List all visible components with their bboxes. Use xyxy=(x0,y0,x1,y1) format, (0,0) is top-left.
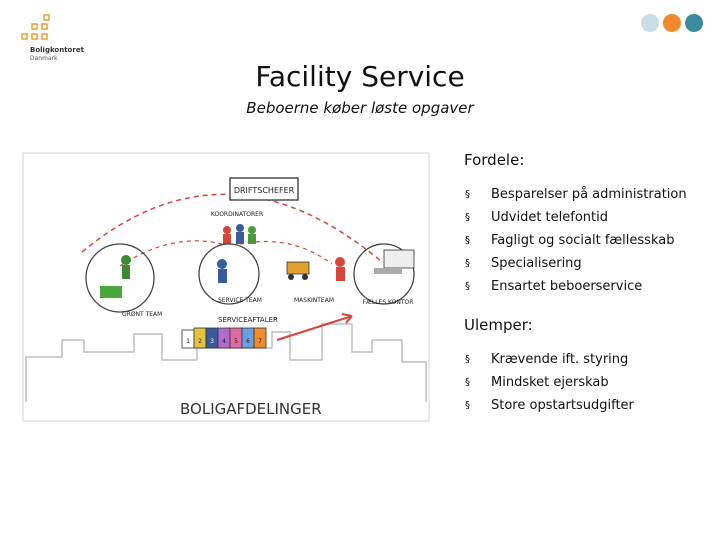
pros-heading: Fordele: xyxy=(464,151,525,169)
cons-heading: Ulemper: xyxy=(464,316,533,334)
logo-squares-icon xyxy=(21,14,50,40)
pros-item-text: Specialisering xyxy=(491,256,582,271)
label-boligafdelinger: BOLIGAFDELINGER xyxy=(180,400,322,418)
bullet-icon: § xyxy=(465,400,470,411)
label-driftschefer: DRIFTSCHEFER xyxy=(234,186,295,195)
list-item: § Mindsket ejerskab xyxy=(464,371,634,394)
pros-item-text: Besparelser på administration xyxy=(491,187,687,202)
list-item: § Store opstartsudgifter xyxy=(464,394,634,417)
bullet-icon: § xyxy=(465,354,470,365)
agreement-number: 2 xyxy=(198,338,202,345)
agreement-number: 6 xyxy=(246,338,250,345)
pros-item-text: Ensartet beboerservice xyxy=(491,279,643,294)
cons-item-text: Mindsket ejerskab xyxy=(491,375,609,390)
pros-item-text: Udvidet telefontid xyxy=(491,210,608,225)
pros-panel: Fordele: § Besparelser på administration … xyxy=(464,151,687,298)
list-item: § Udvidet telefontid xyxy=(464,206,687,229)
bullet-icon: § xyxy=(465,212,470,223)
list-item: § Ensartet beboerservice xyxy=(464,275,687,298)
pros-list: § Besparelser på administration § Udvidet … xyxy=(464,183,687,298)
slide-subtitle: Beboerne køber løste opgaver xyxy=(246,99,474,117)
agreement-number: 1 xyxy=(186,338,190,345)
label-service-team: SERVICE TEAM xyxy=(218,297,262,304)
agreement-number: 4 xyxy=(222,338,226,345)
label-serviceaftaler: SERVICEAFTALER xyxy=(218,316,278,324)
label-groent-team: GRØNT TEAM xyxy=(122,311,162,318)
decorative-dots-icon xyxy=(641,14,703,32)
logo-subtitle-text: Danmark xyxy=(30,55,58,62)
agreement-number: 3 xyxy=(210,338,214,345)
bullet-icon: § xyxy=(465,235,470,246)
list-item: § Fagligt og socialt fællesskab xyxy=(464,229,687,252)
cons-list: § Krævende ift. styring § Mindsket ejerska… xyxy=(464,348,634,417)
bullet-icon: § xyxy=(465,377,470,388)
cons-item-text: Krævende ift. styring xyxy=(491,352,629,367)
bullet-icon: § xyxy=(465,189,470,200)
bullet-icon: § xyxy=(465,258,470,269)
logo-brand-text: Boligkontoret xyxy=(30,46,84,54)
list-item: § Besparelser på administration xyxy=(464,183,687,206)
label-koordinatorer: KOORDINATORER xyxy=(211,211,263,218)
facility-service-illustration: DRIFTSCHEFER KOORDINATORER GRØNT TEAM SE… xyxy=(22,152,430,422)
list-item: § Krævende ift. styring xyxy=(464,348,634,371)
cons-panel: Ulemper: § Krævende ift. styring § Mindske… xyxy=(464,316,634,417)
bullet-icon: § xyxy=(465,281,470,292)
label-maskinteam: MASKINTEAM xyxy=(294,297,334,304)
slide-title: Facility Service xyxy=(255,60,465,93)
list-item: § Specialisering xyxy=(464,252,687,275)
cons-item-text: Store opstartsudgifter xyxy=(491,398,634,413)
label-faelles-kontor: FÆLLES KONTOR xyxy=(363,299,414,306)
boligkontoret-logo: Boligkontoret Danmark xyxy=(18,14,98,66)
agreement-number: 5 xyxy=(234,338,238,345)
pros-item-text: Fagligt og socialt fællesskab xyxy=(491,233,675,248)
agreement-number: 7 xyxy=(258,338,262,345)
